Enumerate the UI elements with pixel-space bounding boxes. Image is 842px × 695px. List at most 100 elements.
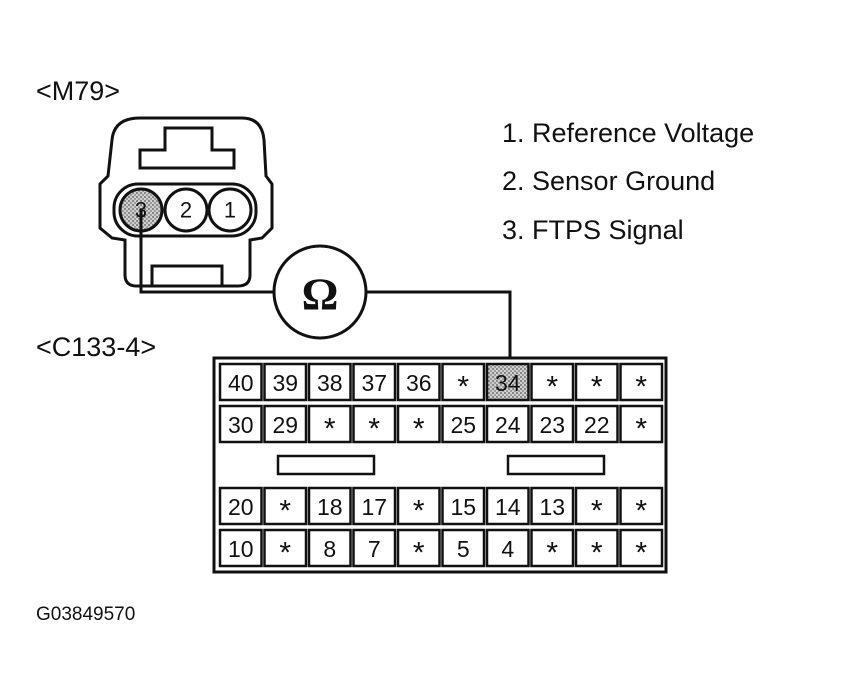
- c133-cell: [530, 486, 575, 526]
- c133-cell: [441, 404, 486, 444]
- c133-cell: [441, 528, 486, 568]
- c133-cell-label: *: [591, 537, 603, 570]
- c133-cell-label: 24: [495, 412, 521, 438]
- probe-wire-left: [139, 210, 274, 294]
- c133-cell-label: 34: [495, 370, 521, 396]
- c133-cell: [441, 362, 486, 402]
- m79-pin-1: [207, 187, 253, 233]
- c133-cell-label: 17: [361, 494, 387, 520]
- c133-cell-label: 23: [539, 412, 565, 438]
- c133-cell-label: 5: [457, 536, 470, 562]
- c133-cell: [485, 528, 530, 568]
- c133-cell: [263, 362, 308, 402]
- m79-connector: [98, 116, 274, 288]
- m79-latch: [138, 126, 236, 170]
- c133-cell: [352, 528, 397, 568]
- m79-pin-well: [112, 182, 258, 238]
- c133-cell: [218, 362, 263, 402]
- ohmmeter-body: [272, 244, 368, 340]
- c133-cell-label: *: [635, 371, 647, 404]
- c133-cell-label: 18: [317, 494, 343, 520]
- c133-cell: [307, 486, 352, 526]
- m79-connector-label: <M79>: [36, 76, 120, 106]
- c133-cell-label: *: [546, 371, 558, 404]
- m79-pin-1-label: 1: [224, 198, 236, 223]
- c133-cell: [396, 528, 441, 568]
- legend-item-1: 1. Reference Voltage: [502, 118, 754, 148]
- c133-cell: [352, 486, 397, 526]
- c133-cell: [441, 486, 486, 526]
- c133-cell-label: *: [635, 495, 647, 528]
- c133-cell: [485, 362, 530, 402]
- c133-cell-label: *: [279, 495, 291, 528]
- c133-cell: [218, 528, 263, 568]
- c133-cell-label: 14: [495, 494, 521, 520]
- m79-pin-2-label: 2: [180, 198, 192, 223]
- c133-cell: [574, 362, 619, 402]
- c133-cell: [263, 486, 308, 526]
- c133-cell: [530, 404, 575, 444]
- c133-cell: [619, 404, 664, 444]
- c133-cell-label: 20: [228, 494, 254, 520]
- c133-cell-label: *: [635, 537, 647, 570]
- c133-cell-label: 22: [584, 412, 610, 438]
- c133-cell-label: *: [324, 413, 336, 446]
- c133-cell-label: 13: [539, 494, 565, 520]
- c133-cell: [396, 486, 441, 526]
- c133-cell: [619, 486, 664, 526]
- ohmmeter: Ω: [272, 244, 368, 340]
- legend-item-2: 2. Sensor Ground: [502, 166, 715, 196]
- c133-cell: [352, 404, 397, 444]
- c133-cell: [530, 362, 575, 402]
- c133-cell-label: *: [546, 537, 558, 570]
- c133-cell: [352, 362, 397, 402]
- c133-cell: [619, 362, 664, 402]
- figure-code: G03849570: [36, 604, 135, 625]
- c133-cell: [619, 528, 664, 568]
- c133-cell-label: 36: [406, 370, 432, 396]
- c133-cell: [307, 404, 352, 444]
- c133-slot-right: [506, 454, 606, 476]
- c133-cell: [307, 528, 352, 568]
- c133-cell: [218, 404, 263, 444]
- m79-pin-2: [163, 187, 209, 233]
- c133-cell-label: *: [368, 413, 380, 446]
- c133-cell-label: 10: [228, 536, 254, 562]
- c133-cell-label: *: [413, 537, 425, 570]
- c133-cell-label: 29: [272, 412, 298, 438]
- c133-cell: [396, 362, 441, 402]
- c133-cell-label: 15: [450, 494, 476, 520]
- c133-cell-label: 25: [450, 412, 476, 438]
- c133-cell: [574, 528, 619, 568]
- legend-item-3: 3. FTPS Signal: [502, 215, 684, 245]
- c133-cell: [574, 486, 619, 526]
- c133-cell-label: 30: [228, 412, 254, 438]
- c133-cell: [263, 404, 308, 444]
- c133-cell-label: 39: [272, 370, 298, 396]
- c133-cell: [396, 404, 441, 444]
- pin-legend: 1. Reference Voltage 2. Sensor Ground 3.…: [502, 118, 754, 245]
- m79-housing-outline: [98, 116, 274, 288]
- c133-cell: [485, 486, 530, 526]
- c133-slot-left: [276, 454, 376, 476]
- c133-cell-label: 7: [368, 536, 381, 562]
- c133-cell-label: 40: [228, 370, 254, 396]
- c133-cell: [530, 528, 575, 568]
- c133-cell-label: *: [413, 413, 425, 446]
- m79-bottom-key: [150, 264, 224, 286]
- c133-cell-label: 4: [501, 536, 514, 562]
- c133-cell-label: *: [591, 371, 603, 404]
- c133-cell-label: *: [591, 495, 603, 528]
- probe-wire-right: [366, 290, 512, 378]
- c133-cell-label: *: [635, 413, 647, 446]
- c133-cell-label: 38: [317, 370, 343, 396]
- c133-cell: [574, 404, 619, 444]
- c133-cell: [263, 528, 308, 568]
- c133-cell-label: *: [457, 371, 469, 404]
- c133-cell: [218, 486, 263, 526]
- c133-cell: [485, 404, 530, 444]
- ohm-symbol: Ω: [302, 269, 339, 320]
